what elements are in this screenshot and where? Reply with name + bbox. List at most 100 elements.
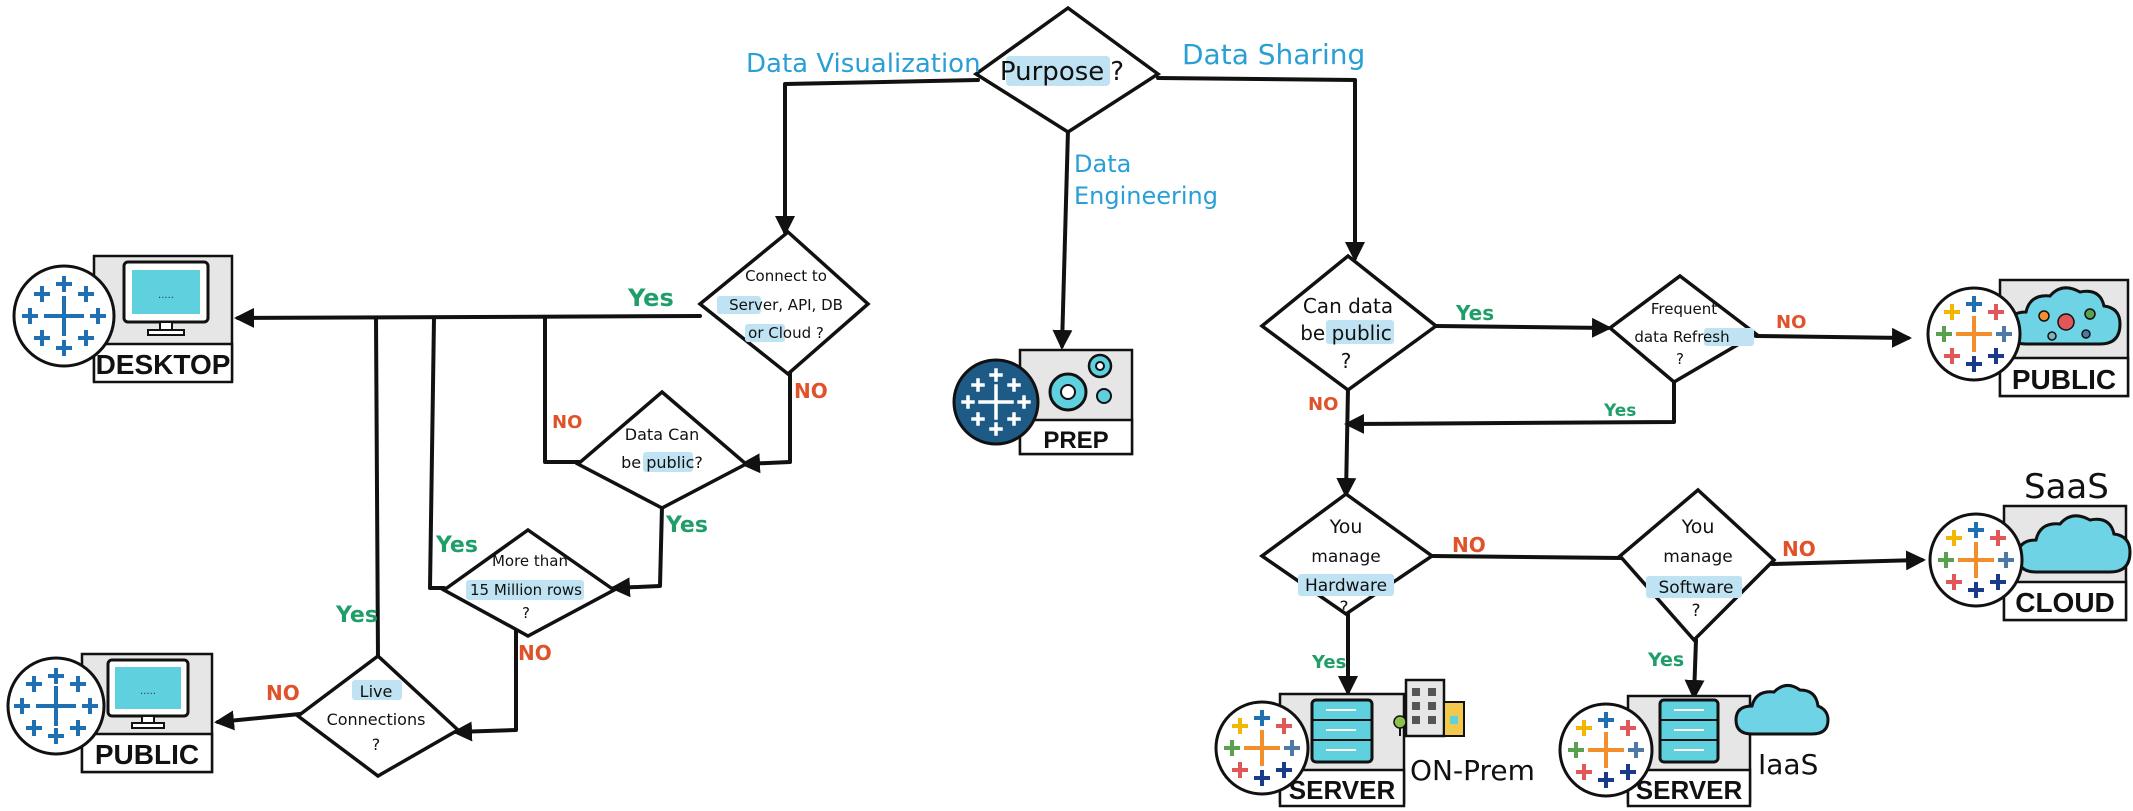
tableau-logo-color-icon	[1926, 286, 2022, 382]
tableau-logo-icon	[6, 656, 106, 756]
edge-public-yes-to-rows	[610, 504, 664, 598]
edge-connect-yes-to-desktop	[234, 307, 702, 328]
purpose-suffix: ?	[1110, 57, 1124, 87]
note-iaas: IaaS	[1758, 748, 1818, 781]
desktop-label: DESKTOP	[96, 349, 231, 380]
tableau-logo-color-icon	[1214, 700, 1310, 796]
edge-can-public-no-to-hardware	[1336, 386, 1357, 498]
label-data-engineering-2: Engineering	[1074, 182, 1218, 210]
product-cloud: SaaS CLOUD	[1928, 467, 2132, 622]
public-right-label: PUBLIC	[2012, 364, 2116, 395]
cloud-network-icon	[2006, 286, 2122, 346]
edge-label-can-public-yes: Yes	[1455, 301, 1494, 325]
product-server-onprem: SERVER ON-Prem	[1214, 678, 1535, 808]
edge-purpose-to-connect	[775, 78, 980, 236]
edge-software-no-to-cloud	[1770, 550, 1926, 571]
edge-label-public-left-yes: Yes	[665, 513, 708, 538]
edge-label-software-no: NO	[1782, 537, 1816, 561]
server-onprem-label: SERVER	[1289, 775, 1396, 805]
edge-purpose-to-prep	[1052, 128, 1073, 350]
edge-rows-no-to-live	[452, 628, 518, 742]
connectors	[214, 76, 1926, 742]
edge-label-hardware-yes: Yes	[1311, 652, 1346, 673]
server-iaas-label: SERVER	[1636, 775, 1743, 805]
can-public-line-2: be public	[1300, 321, 1392, 345]
decision-can-public: Can data be public ?	[1259, 253, 1439, 393]
refresh-line-3: ?	[1676, 350, 1684, 368]
product-server-iaas: SERVER IaaS	[1558, 684, 1830, 808]
software-line-1: You	[1681, 516, 1715, 538]
edge-label-connect-yes: Yes	[627, 284, 674, 312]
software-line-2: manage	[1663, 547, 1732, 567]
server-rack-icon	[1310, 698, 1374, 764]
data-public-left-line-1: Data Can	[625, 425, 699, 444]
edge-label-software-yes: Yes	[1647, 649, 1684, 671]
decision-connect: Connect to Server, API, DB or Cloud ?	[697, 229, 871, 377]
connect-line-1: Connect to	[745, 267, 827, 285]
edge-label-live-no: NO	[266, 681, 300, 705]
note-on-prem: ON-Prem	[1410, 754, 1535, 787]
decision-refresh: Frequent data Refresh ?	[1607, 273, 1760, 385]
decision-hardware: You manage Hardware ?	[1258, 491, 1436, 618]
can-public-line-3: ?	[1341, 349, 1352, 373]
software-line-4: ?	[1691, 601, 1700, 621]
million-rows-line-1: More than	[492, 552, 568, 570]
note-saas: SaaS	[2024, 467, 2109, 507]
monitor-icon: .....	[106, 658, 190, 729]
live-line-2: Connections	[327, 710, 426, 729]
tableau-prep-logo-icon	[952, 358, 1040, 446]
edge-label-connect-no: NO	[794, 379, 828, 403]
gears-icon	[1048, 353, 1113, 412]
svg-text:.....: .....	[158, 290, 174, 301]
edge-label-refresh-yes: Yes	[1603, 401, 1636, 421]
hardware-line-2: manage	[1311, 547, 1380, 567]
edge-connect-no-to-public	[740, 370, 792, 474]
software-line-3: Software	[1659, 578, 1734, 598]
edge-label-live-yes: Yes	[335, 603, 378, 628]
decision-live: Live Connections ?	[295, 653, 461, 779]
tableau-logo-icon	[12, 264, 116, 368]
hardware-line-4: ?	[1339, 598, 1348, 618]
cloud-label: CLOUD	[2015, 587, 2115, 618]
edge-can-public-yes-to-refresh	[1434, 317, 1612, 338]
label-data-visualization: Data Visualization	[746, 49, 981, 79]
tableau-logo-color-icon	[1928, 512, 2024, 608]
label-data-sharing: Data Sharing	[1182, 38, 1365, 71]
edge-public-no-to-desktop	[543, 316, 582, 464]
data-public-left-line-2: be public?	[621, 453, 703, 472]
edge-label-public-left-no: NO	[552, 412, 582, 433]
refresh-line-2: data Refresh	[1634, 328, 1729, 346]
refresh-line-1: Frequent	[1651, 300, 1717, 318]
edge-live-no-to-public	[214, 710, 302, 731]
edge-live-yes-to-desktop	[374, 316, 380, 662]
edge-software-yes-to-server	[1684, 638, 1705, 700]
decision-data-public-left: Data Can be public?	[574, 389, 750, 510]
hardware-line-3: Hardware	[1305, 576, 1387, 596]
edge-hardware-no-to-software	[1430, 554, 1624, 560]
product-prep: PREP	[952, 348, 1134, 456]
connect-line-3: or Cloud ?	[748, 324, 824, 342]
edge-label-can-public-no: NO	[1308, 394, 1338, 415]
svg-text:Purpose?: Purpose?	[1000, 57, 1124, 87]
decision-software: You manage Software ?	[1617, 487, 1777, 643]
public-left-label: PUBLIC	[95, 739, 199, 770]
edge-refresh-yes-back	[1344, 380, 1676, 434]
can-public-line-1: Can data	[1303, 294, 1393, 318]
decision-purpose: Purpose?	[972, 5, 1162, 135]
label-data-engineering-1: Data	[1074, 150, 1131, 178]
live-line-3: ?	[372, 735, 381, 754]
product-public-left: PUBLIC .....	[6, 652, 214, 774]
server-rack-icon	[1658, 698, 1720, 764]
product-public-right: PUBLIC	[1926, 278, 2130, 398]
edge-label-rows-no: NO	[518, 641, 552, 665]
edge-label-hardware-no: NO	[1452, 533, 1486, 557]
million-rows-line-2: 15 Million rows	[470, 581, 582, 599]
edge-purpose-to-can-public	[1156, 76, 1365, 262]
live-line-1: Live	[360, 682, 393, 701]
million-rows-line-3: ?	[522, 604, 530, 622]
purpose-text: Purpose	[1000, 57, 1104, 87]
edge-refresh-no-to-public	[1754, 327, 1912, 348]
building-icon	[1393, 678, 1465, 738]
